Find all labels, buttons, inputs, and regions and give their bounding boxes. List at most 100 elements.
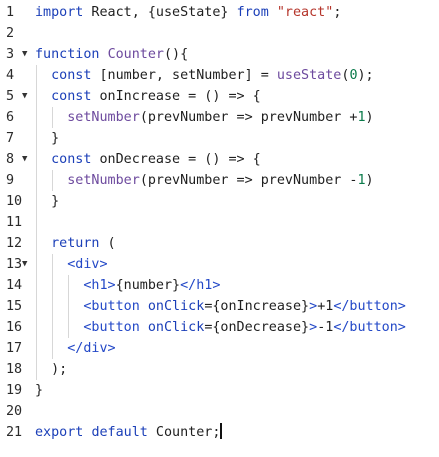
code-line[interactable]: 1 import React, {useState} from "react"; [0,2,439,23]
line-number: 12 [6,236,23,251]
code-token: export [35,425,84,440]
code-line[interactable]: 18 ); [0,359,439,380]
code-line[interactable]: 10 } [0,191,439,212]
code-token: setNumber [67,173,140,188]
indent-guide [36,254,37,275]
code-line[interactable]: 4 const [number, setNumber] = useState(0… [0,65,439,86]
indent-guide [36,149,37,170]
code-token: } [35,383,44,398]
indent-guide [68,296,70,317]
line-number: 20 [6,404,23,419]
indent-guide [36,233,37,254]
code-text[interactable]: <button onClick={onDecrease}>-1</button> [35,317,406,338]
code-text[interactable]: } [35,380,43,401]
code-token: const [51,68,92,83]
code-line[interactable]: 17 </div> [0,338,439,359]
code-line[interactable]: 6 setNumber(prevNumber => prevNumber +1) [0,107,439,128]
code-token: } [35,194,60,209]
code-token: [number, setNumber] = [91,68,277,83]
code-line[interactable]: 13▼ <div> [0,254,439,275]
indent-guide [68,317,70,338]
code-token: const [51,89,92,104]
code-token: 1 [357,110,366,125]
fold-arrow-icon[interactable]: ▼ [22,91,28,101]
line-number: 5 [6,89,15,104]
code-token [35,68,51,83]
code-text[interactable]: } [35,128,59,149]
code-token: ); [35,362,68,377]
indent-guide [36,170,37,191]
indent-guide [52,275,54,296]
code-text[interactable]: export default Counter; [35,422,222,443]
line-number: 1 [6,5,15,20]
fold-arrow-icon[interactable]: ▼ [22,154,28,164]
code-token: </button> [333,299,406,314]
code-token [35,257,67,272]
code-line[interactable]: 7 } [0,128,439,149]
code-token: </h1> [180,278,221,293]
code-token: 1 [357,173,366,188]
code-token: setNumber [67,110,140,125]
line-number: 18 [6,362,23,377]
indent-guide [52,254,54,275]
code-line[interactable]: 2 [0,23,439,44]
indent-guide [36,191,37,212]
line-number: 13 [6,257,23,272]
indent-guide [36,338,37,359]
code-token: <h1> [83,278,116,293]
code-token: ; [333,5,342,20]
code-line[interactable]: 8▼ const onDecrease = () => { [0,149,439,170]
code-text[interactable]: ); [35,359,67,380]
code-line[interactable]: 12 return ( [0,233,439,254]
code-token [35,236,51,251]
code-text[interactable]: setNumber(prevNumber => prevNumber -1) [35,170,373,191]
code-token [35,110,67,125]
indent-guide [36,86,37,107]
code-token [140,320,148,335]
line-number: 7 [6,131,15,146]
code-token: } [35,131,60,146]
code-line[interactable]: 11 [0,212,439,233]
code-text[interactable]: setNumber(prevNumber => prevNumber +1) [35,107,373,128]
code-token [35,341,67,356]
code-line[interactable]: 9 setNumber(prevNumber => prevNumber -1) [0,170,439,191]
code-line[interactable]: 16 <button onClick={onDecrease}>-1</butt… [0,317,439,338]
line-number: 6 [6,110,15,125]
indent-guide [36,107,37,128]
line-number: 4 [6,68,15,83]
code-line[interactable]: 15 <button onClick={onIncrease}>+1</butt… [0,296,439,317]
code-text[interactable]: } [35,191,59,212]
code-token: > [309,299,318,314]
code-token: </div> [67,341,116,356]
code-token: ={onDecrease} [204,320,310,335]
code-line[interactable]: 19} [0,380,439,401]
code-token: <button [83,320,140,335]
code-text[interactable]: <div> [35,254,108,275]
code-text[interactable]: return ( [35,233,116,254]
fold-arrow-icon[interactable]: ▼ [22,259,28,269]
indent-guide [68,275,70,296]
code-line[interactable]: 14 <h1>{number}</h1> [0,275,439,296]
code-token: ( [99,236,116,251]
code-token: {number} [115,278,181,293]
code-text[interactable]: </div> [35,338,116,359]
code-text[interactable]: import React, {useState} from "react"; [35,2,341,23]
code-token: onDecrease = () => { [91,152,261,167]
code-text[interactable]: function Counter(){ [35,44,188,65]
indent-guide [52,317,54,338]
code-text[interactable]: const onDecrease = () => { [35,149,261,170]
code-token: (prevNumber => prevNumber + [139,110,358,125]
code-line[interactable]: 5 ▼ const onIncrease = () => { [0,86,439,107]
fold-arrow-icon[interactable]: ▼ [22,49,28,59]
code-text[interactable]: <h1>{number}</h1> [35,275,220,296]
code-text[interactable]: const onIncrease = () => { [35,86,261,107]
code-line[interactable]: 20 [0,401,439,422]
code-token: <div> [67,257,108,272]
code-token: ); [357,68,374,83]
code-token [269,5,277,20]
code-text[interactable]: <button onClick={onIncrease}>+1</button> [35,296,406,317]
code-line[interactable]: 3▼function Counter(){ [0,44,439,65]
code-text[interactable]: const [number, setNumber] = useState(0); [35,65,374,86]
